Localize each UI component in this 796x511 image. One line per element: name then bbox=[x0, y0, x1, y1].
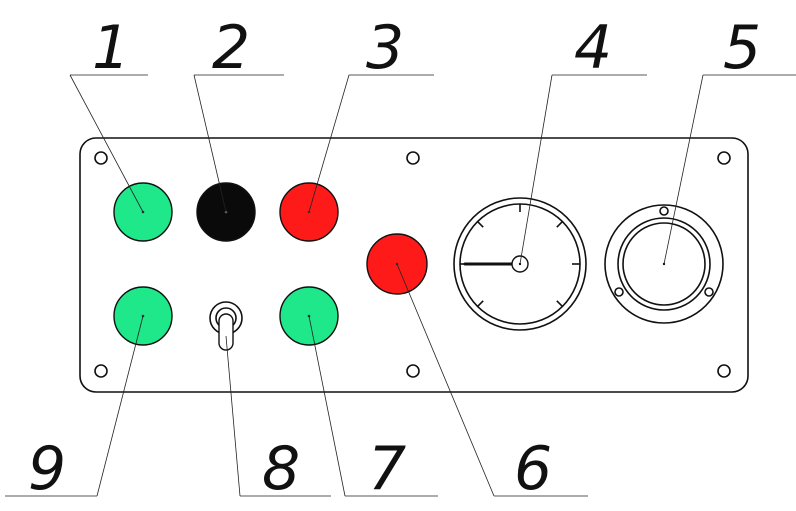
leader-9-pointer bbox=[96, 315, 144, 497]
dial-gauge-outer-ring bbox=[453, 197, 587, 331]
callout-9: 9 bbox=[28, 434, 66, 504]
leader-2-pointer bbox=[193, 74, 227, 213]
mounting-hole-top-right bbox=[717, 151, 731, 165]
callout-1: 1 bbox=[92, 13, 130, 83]
gauge-tick-1 bbox=[477, 300, 484, 307]
leader-4-pointer bbox=[519, 74, 553, 265]
toggle-switch-lever[interactable] bbox=[218, 313, 234, 351]
leader-3-pointer bbox=[308, 74, 350, 213]
instrument-screw-right bbox=[704, 287, 714, 297]
instrument-bezel bbox=[617, 217, 711, 311]
component-center-dots bbox=[141, 210, 399, 318]
mounting-hole-bottom-left bbox=[94, 364, 108, 378]
mounting-holes bbox=[94, 151, 731, 378]
callout-numbers: 1 2 3 4 5 9 8 7 6 bbox=[28, 13, 761, 504]
mounting-hole-bottom-middle bbox=[406, 364, 420, 378]
leader-5-pointer bbox=[663, 74, 704, 265]
instrument-screw-top bbox=[659, 206, 669, 216]
instrument-face bbox=[622, 222, 706, 306]
callout-8: 8 bbox=[262, 434, 300, 504]
callout-5: 5 bbox=[723, 13, 761, 83]
gauge-tick-3 bbox=[477, 221, 484, 228]
mounting-hole-top-left bbox=[94, 151, 108, 165]
instrument-screw-left bbox=[614, 287, 624, 297]
round-instrument-5 bbox=[604, 204, 724, 324]
mounting-hole-top-middle bbox=[406, 151, 420, 165]
leader-8-pointer bbox=[225, 335, 241, 497]
callout-6: 6 bbox=[514, 434, 552, 504]
callout-7: 7 bbox=[368, 434, 406, 504]
leader-6-pointer bbox=[396, 263, 495, 497]
dial-gauge-ticks bbox=[460, 204, 580, 307]
leader-lines bbox=[5, 74, 796, 497]
mounting-hole-bottom-right bbox=[717, 364, 731, 378]
toggle-switch-8[interactable] bbox=[209, 301, 243, 351]
panel-plate bbox=[79, 137, 749, 393]
leader-7-pointer bbox=[308, 315, 346, 497]
callout-4: 4 bbox=[574, 13, 612, 83]
gauge-tick-7 bbox=[556, 300, 563, 307]
callout-3: 3 bbox=[366, 13, 404, 83]
gauge-tick-5 bbox=[556, 221, 563, 228]
leader-1-pointer bbox=[69, 74, 144, 213]
instrument-flange bbox=[604, 204, 724, 324]
callout-2: 2 bbox=[212, 13, 250, 83]
